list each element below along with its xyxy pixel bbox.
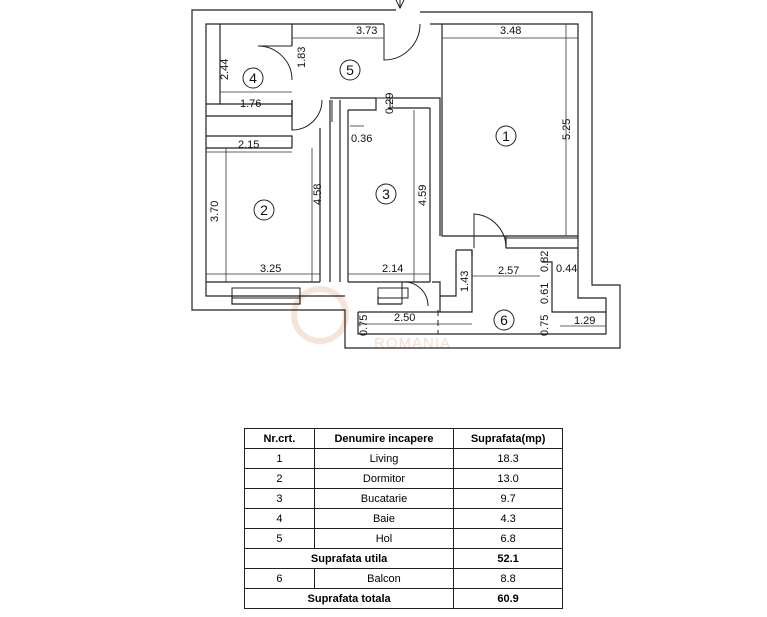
header-nr: Nr.crt.	[244, 428, 315, 449]
dim-baie-height: 2.44	[219, 59, 231, 80]
row-area: 8.8	[453, 568, 563, 589]
table-row-utila: Suprafata utila 52.1	[243, 548, 563, 569]
row-name: Bucatarie	[313, 488, 455, 509]
room-number-bucatarie: 3	[382, 186, 390, 202]
row-name: Baie	[313, 508, 455, 529]
dim-balcon-step-b: 0.44	[556, 263, 577, 275]
header-area: Suprafata(mp)	[453, 428, 563, 449]
row-name: Living	[313, 448, 455, 469]
row-area: 4.3	[453, 508, 563, 529]
dim-dormitor-top-width: 2.15	[238, 139, 259, 151]
dimension-labels: 3.73 3.48 1.83 2.44 1.76 2.15 3.70 4.58 …	[209, 25, 595, 336]
row-name: Hol	[313, 528, 455, 549]
area-table: Nr.crt. Denumire incapere Suprafata(mp) …	[243, 428, 563, 609]
totala-label: Suprafata totala	[243, 588, 455, 609]
table-row: 3 Bucatarie 9.7	[244, 488, 563, 509]
table-row: 2 Dormitor 13.0	[244, 468, 563, 489]
dim-dormitor-height-right: 4.58	[312, 184, 324, 205]
dim-balcon-bottom-width: 2.50	[394, 312, 415, 324]
table-header-row: Nr.crt. Denumire incapere Suprafata(mp)	[244, 428, 563, 449]
walls	[191, 9, 621, 349]
dim-balcon-width-top: 2.57	[498, 265, 519, 277]
row-area: 6.8	[453, 528, 563, 549]
dim-bucatarie-width: 2.14	[382, 263, 403, 275]
dim-bucatarie-niche-height: 0.29	[384, 93, 396, 114]
floor-plan: ROMANIA	[191, 0, 621, 352]
dim-dormitor-bottom-width: 3.25	[260, 263, 281, 275]
dim-balcon-height-left: 1.43	[459, 271, 471, 292]
row-area: 13.0	[453, 468, 563, 489]
table-row: 4 Baie 4.3	[244, 508, 563, 529]
doors	[257, 23, 507, 334]
row-nr: 3	[244, 488, 315, 509]
row-nr: 5	[244, 528, 315, 549]
dim-balcon-small-height: 0.75	[358, 315, 370, 336]
room-number-living: 1	[502, 128, 510, 144]
row-nr: 6	[244, 568, 315, 589]
dim-dormitor-height-left: 3.70	[209, 201, 221, 222]
room-number-dormitor: 2	[260, 202, 268, 218]
dim-baie-width: 1.76	[240, 98, 261, 110]
row-nr: 4	[244, 508, 315, 529]
dim-balcon-step-a: 0.82	[539, 251, 551, 272]
watermark-text: ROMANIA	[374, 335, 451, 352]
table-row-totala: Suprafata totala 60.9	[243, 588, 563, 609]
dim-hol-width: 3.73	[356, 25, 377, 37]
room-number-hol: 5	[346, 62, 354, 78]
dim-living-width: 3.48	[500, 25, 521, 37]
header-name: Denumire incapere	[313, 428, 455, 449]
dim-hol-depth: 1.83	[296, 47, 308, 68]
table-row-balcon: 6 Balcon 8.8	[244, 568, 563, 589]
row-area: 18.3	[453, 448, 563, 469]
watermark: ROMANIA	[291, 286, 451, 352]
row-name: Balcon	[313, 568, 455, 589]
table-row: 5 Hol 6.8	[244, 528, 563, 549]
totala-area: 60.9	[453, 588, 563, 609]
row-nr: 1	[244, 448, 315, 469]
row-nr: 2	[244, 468, 315, 489]
dim-bucatarie-height: 4.59	[417, 185, 429, 206]
dim-balcon-step-d: 0.75	[539, 315, 551, 336]
utila-area: 52.1	[453, 548, 563, 569]
room-numbers: 1 2 3 4 5 6	[249, 62, 510, 328]
dim-bucatarie-niche-width: 0.36	[351, 133, 372, 145]
dimension-lines	[206, 24, 606, 327]
row-name: Dormitor	[313, 468, 455, 489]
row-area: 9.7	[453, 488, 563, 509]
table-row: 1 Living 18.3	[244, 448, 563, 469]
windows	[231, 237, 579, 299]
dim-living-height: 5.25	[561, 119, 573, 140]
dim-balcon-right-width: 1.29	[574, 315, 595, 327]
north-arrow-icon	[395, 0, 405, 10]
room-number-baie: 4	[249, 70, 257, 86]
room-markers	[242, 59, 517, 331]
dim-balcon-step-c: 0.61	[539, 283, 551, 304]
room-number-balcon: 6	[500, 312, 508, 328]
utila-label: Suprafata utila	[243, 548, 455, 569]
